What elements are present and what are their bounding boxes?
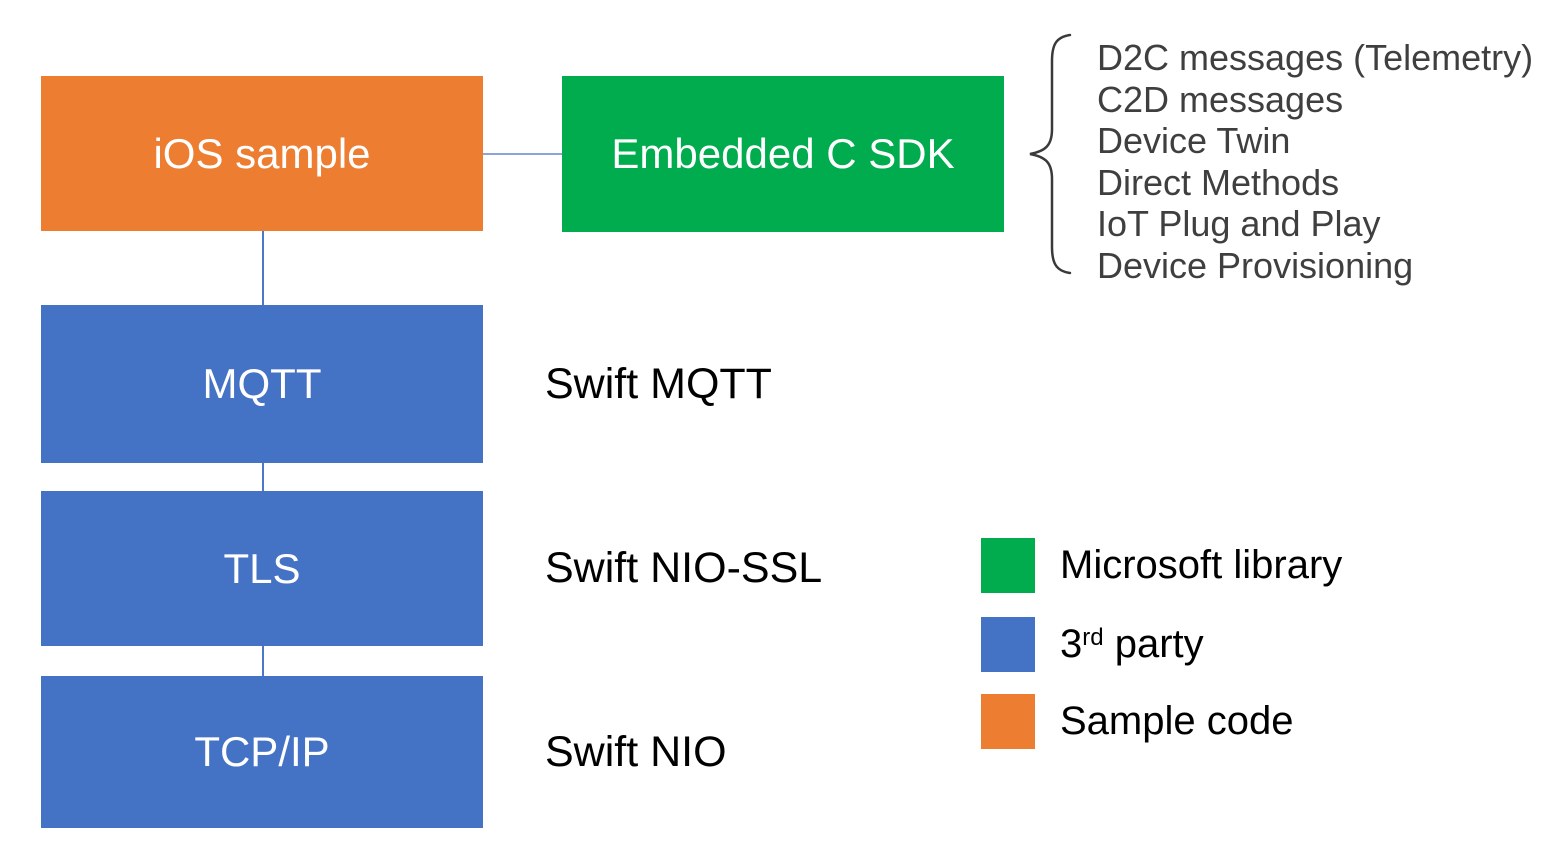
legend-swatch-orange bbox=[981, 694, 1035, 749]
legend-label-base: 3 bbox=[1060, 622, 1083, 666]
box-embedded-c-sdk: Embedded C SDK bbox=[562, 76, 1004, 232]
box-mqtt: MQTT bbox=[41, 305, 483, 463]
legend-label: Sample code bbox=[1060, 699, 1294, 743]
sdk-feature-item: D2C messages (Telemetry) bbox=[1097, 37, 1534, 78]
connector-ios-to-sdk bbox=[483, 153, 562, 155]
box-mqtt-label: MQTT bbox=[202, 360, 322, 407]
box-embedded-c-sdk-label: Embedded C SDK bbox=[611, 130, 955, 177]
legend-label-superscript: rd bbox=[1082, 624, 1104, 652]
legend-label: Microsoft library bbox=[1060, 543, 1343, 587]
legend-item-microsoft-library: Microsoft library bbox=[981, 538, 1342, 593]
legend-swatch-green bbox=[981, 538, 1035, 593]
box-ios-sample-label: iOS sample bbox=[153, 129, 371, 177]
sdk-feature-item: Device Twin bbox=[1097, 120, 1291, 161]
sdk-feature-item: Direct Methods bbox=[1097, 161, 1340, 203]
legend-item-sample-code: Sample code bbox=[981, 694, 1293, 749]
side-label-swift-nio: Swift NIO bbox=[545, 727, 727, 776]
connector-mqtt-to-tls bbox=[262, 463, 264, 491]
sdk-feature-item: Device Provisioning bbox=[1097, 244, 1414, 286]
curly-brace-icon bbox=[1029, 33, 1072, 275]
side-label-swift-nio-ssl: Swift NIO-SSL bbox=[545, 544, 823, 592]
legend-item-3rd-party: 3rd party bbox=[981, 617, 1204, 672]
legend-label-rest: party bbox=[1103, 622, 1204, 666]
legend-label: 3rd party bbox=[1060, 622, 1204, 667]
sdk-feature-list: D2C messages (Telemetry) C2D messages De… bbox=[1097, 37, 1533, 286]
box-tcpip: TCP/IP bbox=[41, 676, 483, 828]
box-tls: TLS bbox=[41, 491, 483, 646]
box-ios-sample: iOS sample bbox=[41, 76, 483, 231]
connector-tls-to-tcpip bbox=[262, 646, 264, 676]
box-tcpip-label: TCP/IP bbox=[194, 728, 330, 775]
box-tls-label: TLS bbox=[223, 544, 301, 592]
sdk-feature-item: IoT Plug and Play bbox=[1097, 203, 1381, 244]
legend-swatch-blue bbox=[981, 617, 1035, 672]
connector-ios-to-mqtt bbox=[262, 231, 264, 305]
side-label-swift-mqtt: Swift MQTT bbox=[545, 359, 772, 408]
sdk-feature-item: C2D messages bbox=[1097, 78, 1344, 120]
